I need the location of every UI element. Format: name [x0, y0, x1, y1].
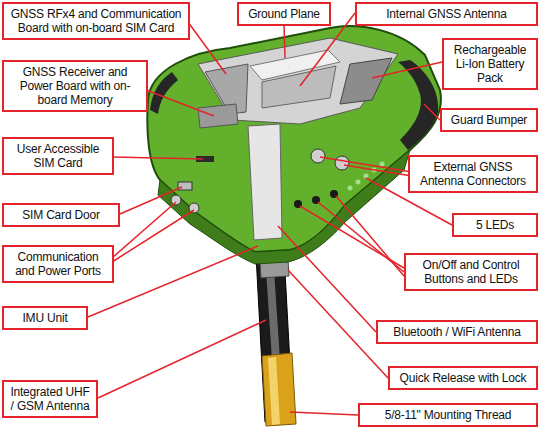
callout-box: 5/8-11" Mounting Thread — [358, 403, 538, 427]
callout-text: IMU Unit — [10, 311, 80, 325]
led — [348, 186, 353, 191]
leader-line — [112, 202, 176, 258]
leader-line — [336, 196, 404, 276]
callout-text: 5/8-11" Mounting Thread — [366, 408, 530, 422]
guard-bumper — [398, 60, 438, 150]
callout-box: 5 LEDs — [452, 213, 538, 237]
callout-box: On/Off and Control Buttons and LEDs — [404, 253, 538, 291]
bluetooth-antenna — [248, 124, 282, 240]
callout-box: Internal GNSS Antenna — [355, 2, 538, 26]
sim-door — [178, 182, 192, 190]
callout-box: IMU Unit — [2, 306, 88, 330]
callout-text: External GNSS Antenna Connectors — [416, 160, 530, 188]
leader-line — [288, 270, 388, 378]
callout-text: User Accessible SIM Card — [10, 142, 106, 170]
callout-text: On/Off and Control Buttons and LEDs — [412, 258, 530, 286]
callout-text: GNSS RFx4 and Communication Board with o… — [10, 7, 182, 35]
callout-text: Ground Plane — [245, 7, 323, 21]
callout-box: User Accessible SIM Card — [2, 137, 114, 175]
leader-line — [278, 226, 376, 332]
callout-box: GNSS Receiver and Power Board with on-bo… — [2, 60, 148, 112]
led — [356, 180, 361, 185]
leader-line — [424, 104, 440, 120]
callout-text: Guard Bumper — [448, 113, 530, 127]
callout-text: 5 LEDs — [460, 218, 530, 232]
callout-text: SIM Card Door — [10, 208, 112, 222]
callout-box: GNSS RFx4 and Communication Board with o… — [2, 2, 190, 40]
leader-line — [290, 412, 358, 415]
leader-line — [188, 22, 226, 74]
port — [171, 195, 181, 205]
callout-box: Bluetooth / WiFi Antenna — [376, 320, 538, 344]
leader-line — [284, 24, 285, 58]
callout-text: GNSS Receiver and Power Board with on-bo… — [10, 65, 140, 107]
leader-line — [120, 187, 182, 214]
callout-box: SIM Card Door — [2, 203, 120, 227]
callout-text: Quick Release with Lock — [396, 371, 530, 385]
antenna-connector — [311, 149, 325, 163]
callout-box: Integrated UHF / GSM Antenna — [2, 380, 98, 418]
battery-pack — [340, 58, 392, 104]
leader-line — [372, 62, 442, 78]
internal-antenna — [262, 66, 336, 108]
callout-box: Communication and Power Ports — [2, 245, 114, 283]
receiver-board — [198, 104, 238, 128]
callout-box: External GNSS Antenna Connectors — [408, 155, 538, 193]
leader-line — [112, 157, 203, 159]
leader-line — [146, 90, 214, 116]
callout-box: Ground Plane — [237, 2, 331, 26]
callout-box: Quick Release with Lock — [388, 366, 538, 390]
leader-line — [98, 320, 266, 398]
callout-text: Internal GNSS Antenna — [363, 7, 530, 21]
led — [364, 174, 369, 179]
callout-text: Bluetooth / WiFi Antenna — [384, 325, 530, 339]
antenna-connector — [335, 156, 349, 170]
leader-line — [112, 210, 194, 262]
thread-highlight — [268, 357, 280, 425]
led — [380, 162, 385, 167]
leader-line — [320, 157, 412, 172]
leader-line — [344, 165, 412, 176]
callout-text: Rechargeable Li-Ion Battery Pack — [450, 43, 530, 85]
mounting-thread — [262, 353, 296, 426]
callout-box: Guard Bumper — [440, 108, 538, 132]
callout-text: Communication and Power Ports — [10, 250, 106, 278]
callout-text: Integrated UHF / GSM Antenna — [10, 385, 90, 413]
callout-box: Rechargeable Li-Ion Battery Pack — [442, 38, 538, 90]
